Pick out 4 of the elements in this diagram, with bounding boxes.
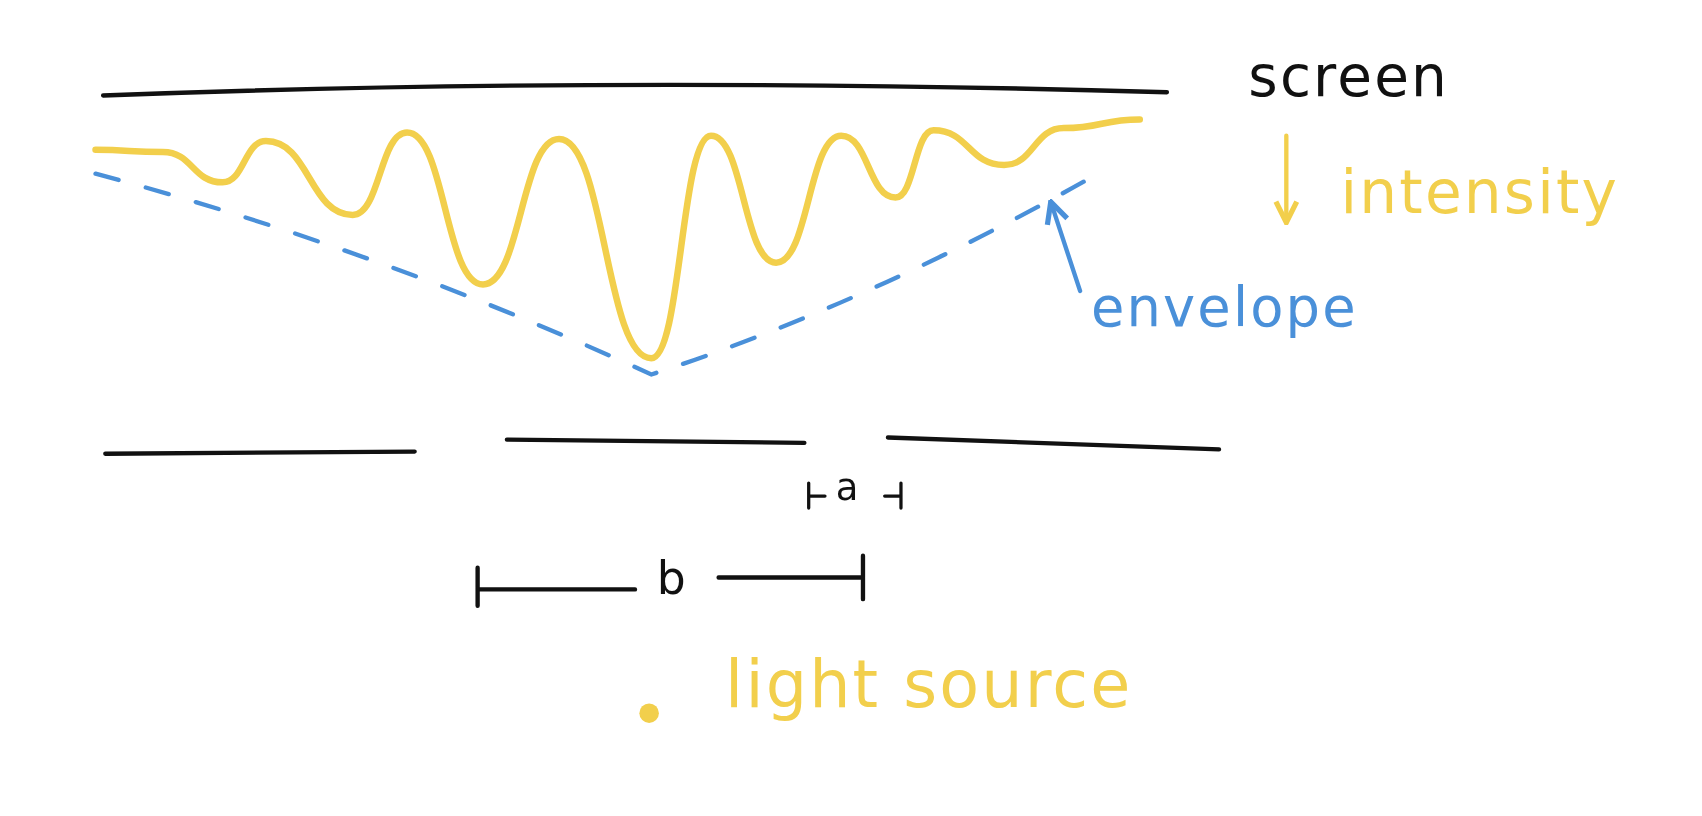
screen-label: screen	[1248, 47, 1449, 105]
dimension-label: b	[656, 555, 688, 602]
leader-arrow	[1044, 199, 1083, 294]
dimension-label: a	[835, 468, 861, 506]
